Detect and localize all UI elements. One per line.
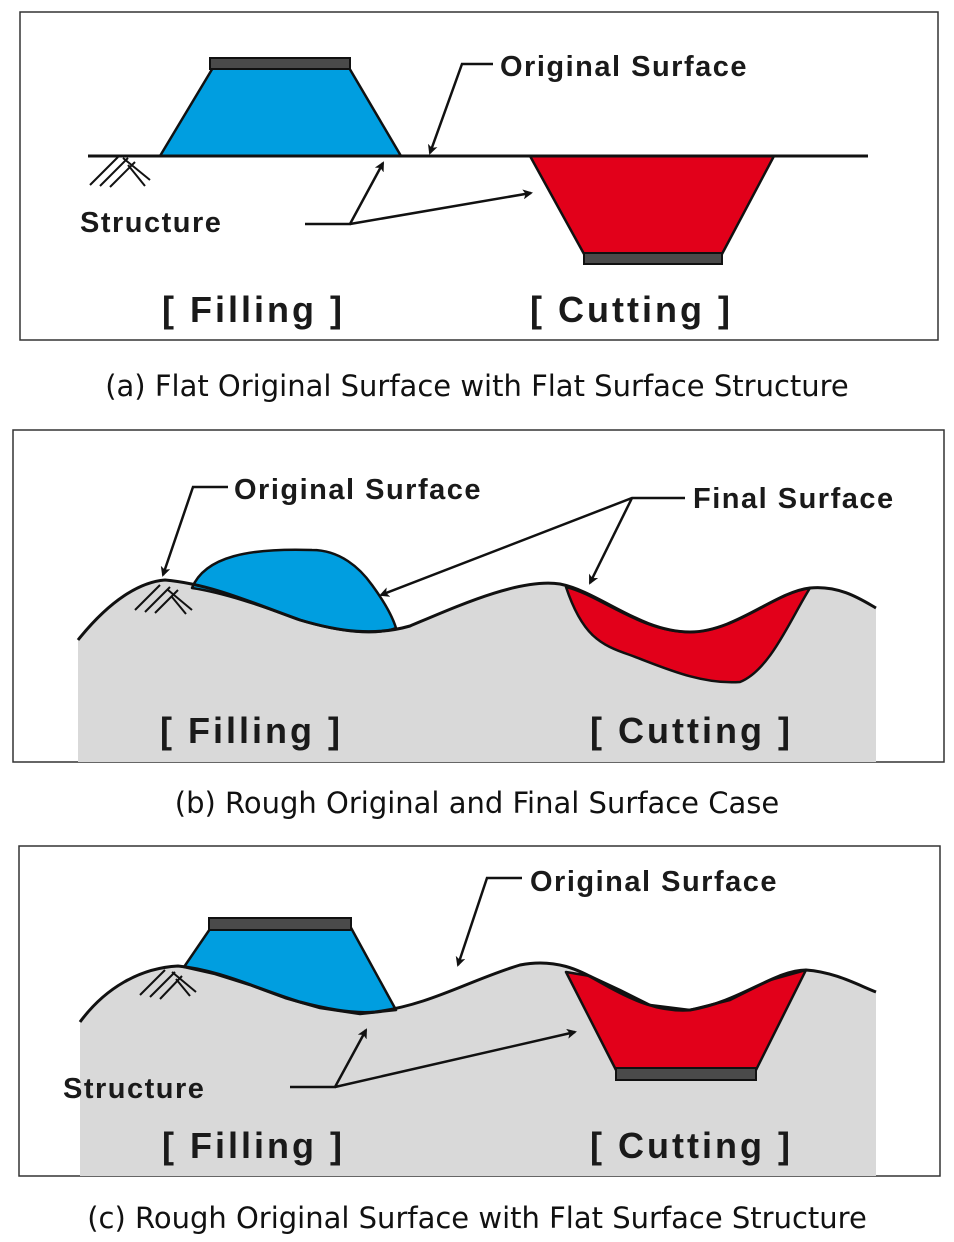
structure-label: Structure [80, 207, 222, 239]
panel-a-frame [19, 11, 939, 341]
structure-leader-cut [349, 189, 533, 226]
cutting-structure-slab [615, 1067, 757, 1081]
panel-b: Original Surface Final Surface [ Filling… [12, 429, 945, 763]
structure-label: Structure [63, 1073, 205, 1105]
ground-body [78, 580, 876, 762]
panel-a: Original Surface Structure [ Filling ] [… [19, 11, 939, 341]
original-surface-line [76, 578, 877, 641]
structure-leader-cut [334, 1028, 577, 1089]
ground-hatch-icon [89, 156, 151, 188]
original-surface-label: Original Surface [234, 474, 482, 506]
cutting-label: [ Cutting ] [530, 289, 733, 330]
ground-hatch-icon [134, 584, 193, 615]
filling-structure-slab [208, 917, 352, 931]
original-surface-line [78, 961, 877, 1023]
original-surface-label: Original Surface [530, 866, 778, 898]
caption-b: (b) Rough Original and Final Surface Cas… [175, 786, 779, 820]
caption-a: (a) Flat Original Surface with Flat Surf… [105, 369, 849, 403]
original-surface-leader [160, 485, 228, 577]
original-surface-leader [428, 62, 493, 155]
cutting-label: [ Cutting ] [590, 710, 793, 751]
filling-structure-slab [209, 57, 351, 70]
filling-label: [ Filling ] [162, 1125, 345, 1166]
original-surface-leader [455, 876, 522, 967]
panel-c: Original Surface Structure [ Filling ] [… [18, 845, 941, 1177]
final-surface-label: Final Surface [693, 483, 895, 515]
ground-hatch-icon [139, 969, 197, 1000]
cutting-label: [ Cutting ] [590, 1125, 793, 1166]
filling-label: [ Filling ] [162, 289, 345, 330]
original-surface-label: Original Surface [500, 51, 748, 83]
cutting-structure-slab [583, 252, 723, 265]
final-surface-leader-cut [588, 497, 634, 585]
caption-c: (c) Rough Original Surface with Flat Sur… [87, 1201, 867, 1235]
filling-label: [ Filling ] [160, 710, 343, 751]
